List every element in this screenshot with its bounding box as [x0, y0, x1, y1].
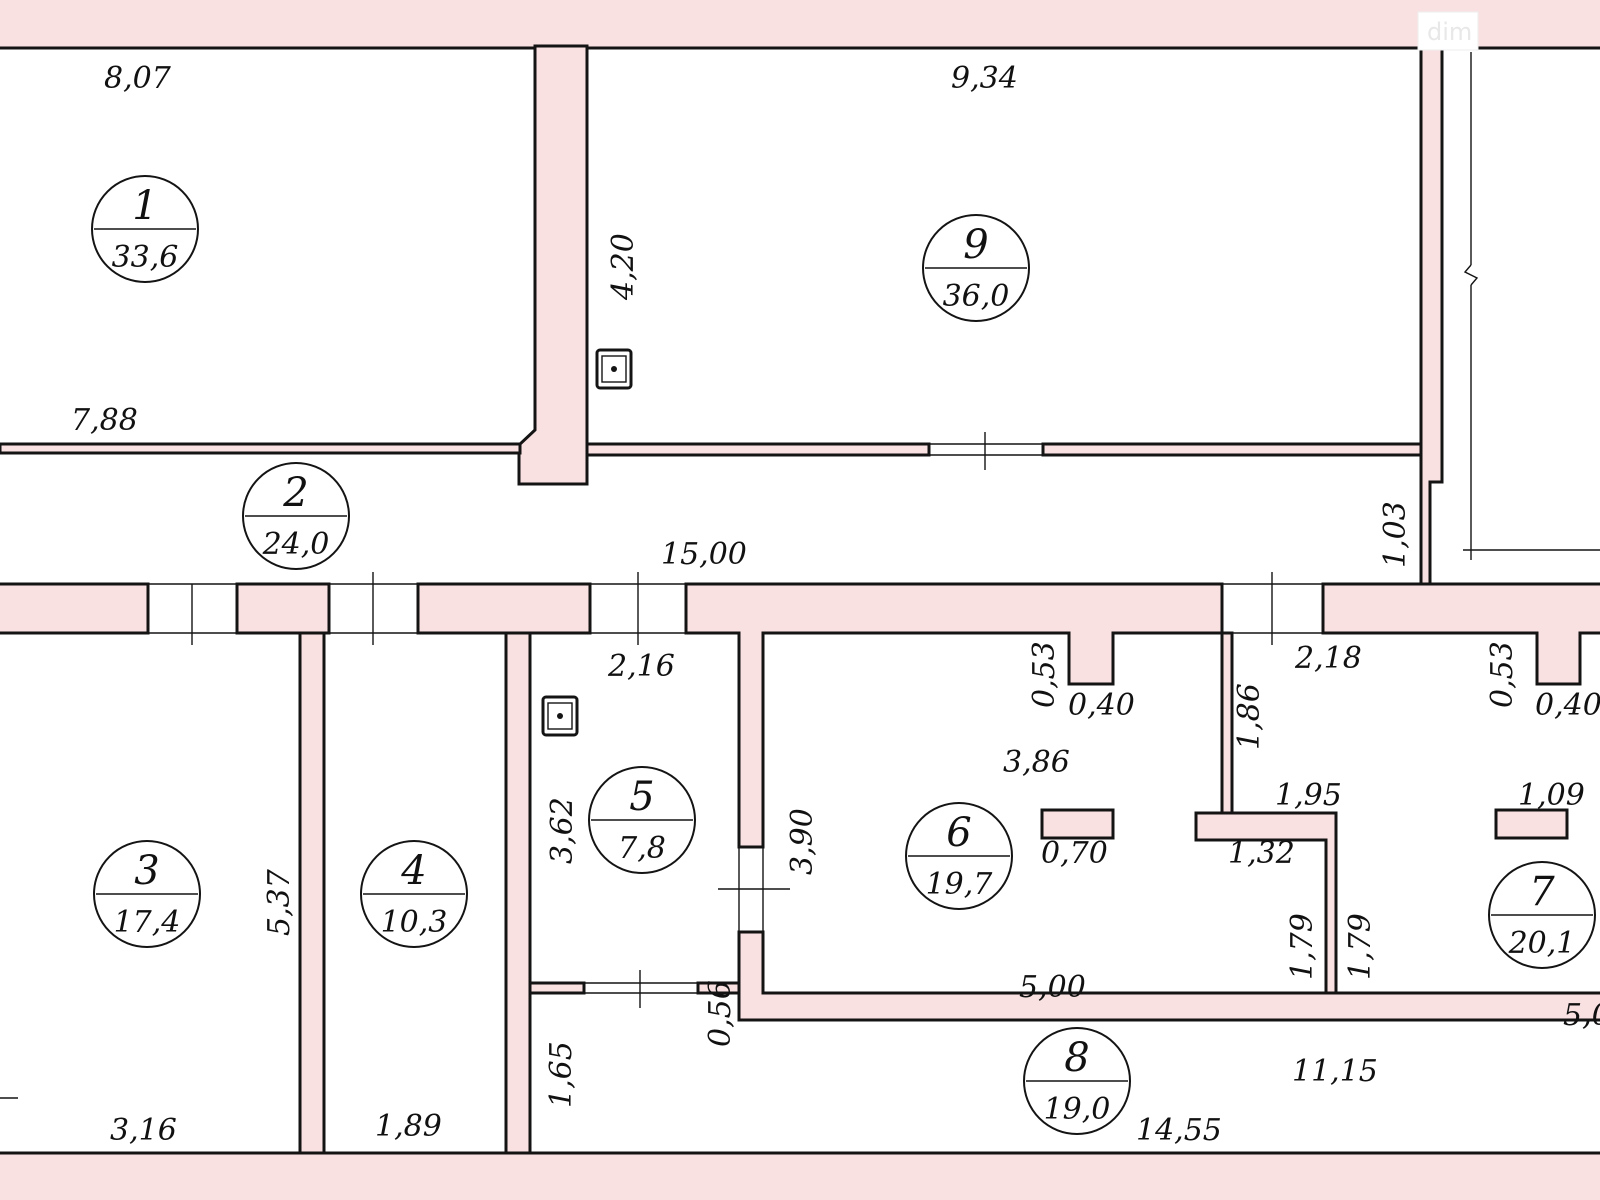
- sink-icon: [595, 348, 633, 390]
- room-number: 4: [400, 848, 426, 894]
- room-label-4: 410,3: [360, 840, 468, 948]
- dimension-label: 0,56: [703, 980, 738, 1047]
- room-number: 3: [134, 848, 159, 894]
- dimension-label: 5,00: [1019, 970, 1086, 1005]
- column-room7: [1494, 808, 1569, 840]
- room-area: 20,1: [1508, 926, 1576, 961]
- room-label-6: 619,7: [905, 802, 1013, 910]
- room-label-7: 720,1: [1488, 861, 1596, 969]
- wall-corr-seg-1: [0, 582, 150, 635]
- wall-room9-right: [1419, 44, 1444, 586]
- dimension-label: 5,37: [262, 868, 297, 936]
- dimension-label: 1,65: [544, 1041, 579, 1108]
- door-room5-room8: [584, 970, 698, 1008]
- door-room5-room6: [718, 847, 790, 932]
- column-room6: [1040, 808, 1115, 840]
- wall-room4-room5: [504, 631, 532, 1155]
- dimension-label: 7,88: [71, 403, 138, 438]
- dimension-label: 1,03: [1378, 501, 1413, 568]
- dimension-label: 1,89: [375, 1109, 442, 1144]
- room-number: 9: [963, 222, 988, 268]
- wall-room9-bottom-left: [585, 442, 931, 457]
- room-label-3: 317,4: [93, 840, 201, 948]
- wall-room5-room6-lower: [737, 930, 1600, 1022]
- wall-room6-room7: [1220, 631, 1234, 815]
- dimension-label: 4,20: [606, 233, 641, 301]
- room-area: 10,3: [381, 905, 448, 940]
- wall-outer-bottom: [0, 1151, 1600, 1200]
- room-number: 8: [1064, 1035, 1089, 1081]
- room-number: 1: [132, 183, 157, 229]
- room-number: 7: [1529, 869, 1555, 915]
- dimension-label: 9,34: [951, 61, 1018, 96]
- dimension-label: 1,79: [1285, 913, 1320, 980]
- wall-room5-bottom-left: [528, 981, 586, 995]
- wall-corr-seg-5: [1321, 582, 1600, 686]
- wall-room5-bottom-right: [696, 981, 741, 995]
- watermark: dim: [1427, 18, 1472, 46]
- dimension-label: 3,86: [1003, 745, 1070, 780]
- watermark-box: [1417, 11, 1479, 51]
- room-label-9: 936,0: [922, 214, 1030, 322]
- wall-corr-seg-2: [235, 582, 331, 635]
- dimension-label: 14,55: [1136, 1113, 1222, 1148]
- room-area: 7,8: [618, 831, 666, 866]
- door-room4: [329, 572, 418, 645]
- dimension-label: 1,79: [1343, 913, 1378, 980]
- door-room7: [1222, 572, 1323, 645]
- room-label-8: 819,0: [1023, 1027, 1131, 1135]
- dimension-label: 0,53: [1485, 641, 1520, 708]
- room-label-2: 224,0: [242, 462, 350, 570]
- door-room3: [148, 583, 237, 645]
- sink-icon: [541, 695, 579, 737]
- dimension-label: 0,53: [1027, 641, 1062, 708]
- dimension-label: 1,86: [1232, 683, 1267, 750]
- window-room9: [929, 432, 1043, 470]
- dimension-label: 15,00: [661, 537, 747, 572]
- wall-room1-bottom: [0, 442, 522, 455]
- wall-room9-bottom-right: [1041, 442, 1423, 457]
- room-area: 19,0: [1044, 1092, 1111, 1127]
- room-area: 17,4: [114, 905, 181, 940]
- room-label-1: 133,6: [91, 175, 199, 283]
- dimension-label: 11,15: [1292, 1054, 1378, 1089]
- dimension-label: 3,90: [785, 808, 820, 875]
- dimension-label: 3,16: [110, 1113, 177, 1148]
- room-label-5: 57,8: [588, 766, 696, 874]
- exterior-lines: [0, 52, 1600, 1099]
- wall-corr-seg-3: [416, 582, 592, 635]
- dimension-label: 5,0: [1563, 998, 1600, 1033]
- wall-room1-room9: [517, 44, 589, 486]
- dimension-label: 8,07: [104, 61, 172, 96]
- dimension-label: 0,40: [1068, 688, 1135, 723]
- dimension-label: 0,40: [1535, 688, 1600, 723]
- wall-outer-top: [0, 0, 1600, 50]
- room-number: 6: [946, 810, 971, 856]
- wall-room3-room4: [298, 631, 326, 1155]
- wall-room6-room7-lower: [1194, 811, 1338, 995]
- dimension-label: 1,32: [1228, 836, 1295, 871]
- room-area: 24,0: [262, 527, 330, 562]
- dimension-label: 2,16: [607, 649, 675, 684]
- door-room5: [590, 572, 686, 645]
- room-number: 5: [629, 774, 654, 820]
- dimension-label: 3,62: [545, 797, 580, 864]
- dimension-label: 2,18: [1294, 641, 1362, 676]
- dimension-label: 1,95: [1275, 778, 1342, 813]
- room-area: 36,0: [943, 279, 1010, 314]
- dimension-label: 0,70: [1041, 836, 1108, 871]
- room-area: 19,7: [926, 867, 994, 902]
- room-number: 2: [282, 470, 308, 516]
- room-area: 33,6: [112, 240, 179, 275]
- dimension-label: 1,09: [1518, 778, 1585, 813]
